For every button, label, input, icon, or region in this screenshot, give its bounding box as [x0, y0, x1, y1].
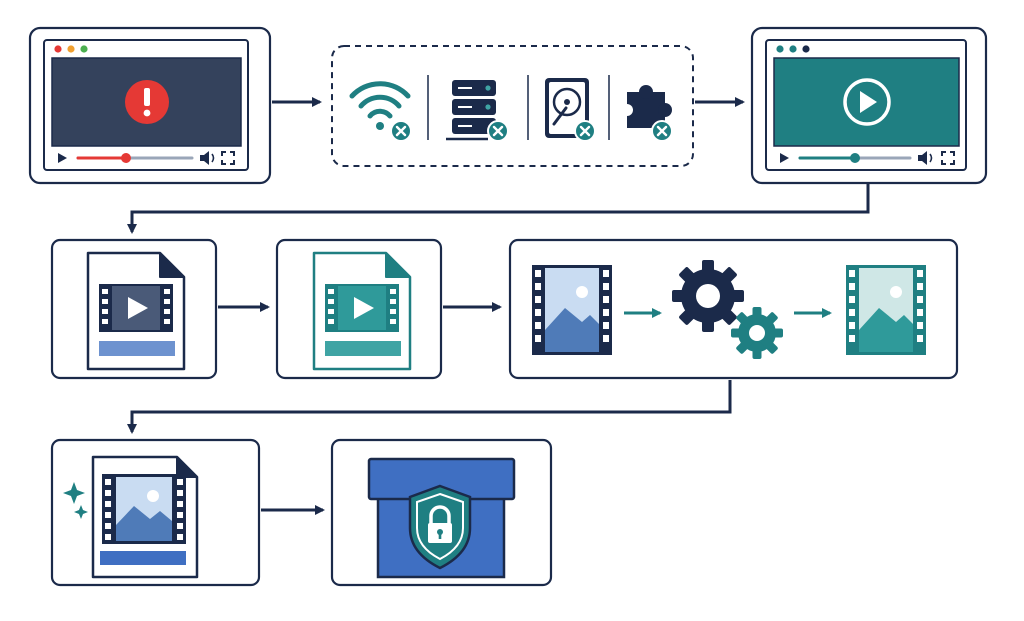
error-icon	[125, 80, 169, 124]
sparkle-icon	[63, 482, 88, 519]
error-x-icon	[487, 120, 509, 142]
restored-file-box	[50, 438, 261, 587]
film-icon	[846, 265, 926, 355]
video-file-icon	[312, 251, 412, 371]
failure-causes-box	[331, 45, 694, 167]
repair-process-box	[508, 238, 959, 380]
window-dots	[54, 45, 88, 53]
repaired-file-box	[275, 238, 443, 380]
play-button-icon	[843, 78, 891, 126]
error-x-icon	[651, 120, 673, 142]
working-player-box	[750, 26, 988, 185]
shield-lock-icon	[408, 484, 472, 570]
progress-bar	[798, 153, 912, 163]
film-icon	[532, 265, 612, 355]
connector-row1-to-row2	[127, 184, 870, 234]
corrupt-file-box	[50, 238, 218, 380]
wifi-icon	[349, 81, 411, 130]
video-file-icon	[91, 455, 199, 579]
secure-storage-box	[330, 438, 553, 587]
play-icon	[58, 153, 67, 163]
window-dots	[776, 45, 810, 53]
video-file-icon	[86, 251, 186, 371]
error-x-icon	[390, 120, 412, 142]
connector-row2-to-row3	[127, 380, 732, 434]
gear-icon	[672, 260, 783, 359]
play-icon	[780, 153, 789, 163]
error-x-icon	[574, 120, 596, 142]
volume-icon	[200, 151, 215, 165]
progress-bar	[76, 153, 194, 163]
fullscreen-icon	[941, 151, 955, 165]
broken-player-box	[28, 26, 272, 185]
server-icon	[446, 80, 496, 141]
fullscreen-icon	[221, 151, 235, 165]
volume-icon	[918, 151, 933, 165]
player-screen	[51, 57, 242, 147]
